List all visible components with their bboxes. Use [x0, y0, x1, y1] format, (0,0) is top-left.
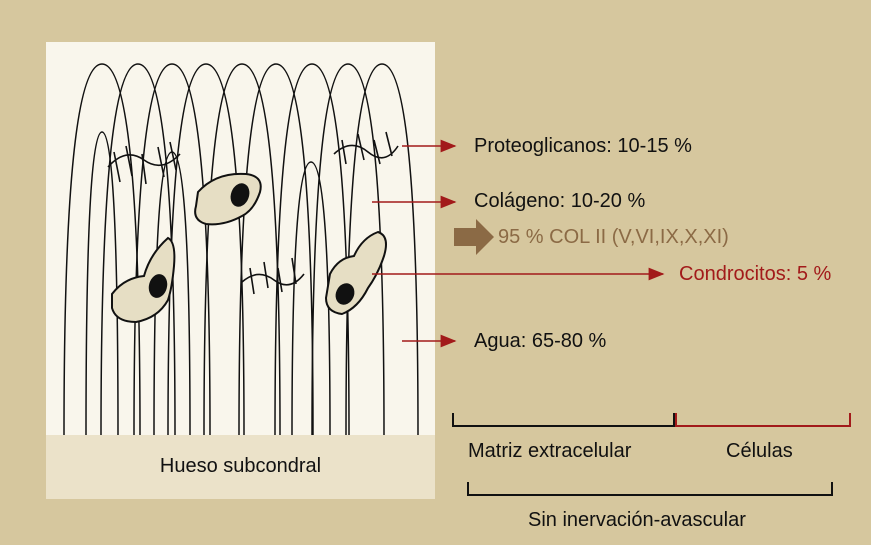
chondrocyte-2 [111, 236, 176, 324]
subchondral-bone-band: Hueso subcondral [46, 435, 435, 499]
proteoglicanos-label: Proteoglicanos: 10-15 % [474, 135, 692, 157]
bracket-sin-inervacion [467, 482, 833, 496]
chondrocyte-3 [324, 230, 387, 316]
col-ii-label: 95 % COL II (V,VI,IX,X,XI) [498, 226, 729, 248]
matriz-extracelular-label: Matriz extracelular [468, 440, 632, 462]
bracket-celulas [675, 413, 851, 427]
condrocitos-label: Condrocitos: 5 % [679, 263, 832, 285]
agua-label: Agua: 65-80 % [474, 330, 607, 352]
colageno-label: Colágeno: 10-20 % [474, 190, 646, 212]
bracket-matriz [452, 413, 675, 427]
chondrocyte-1 [194, 172, 262, 226]
cartilage-panel [46, 42, 435, 435]
celulas-label: Células [726, 440, 793, 462]
col-ii-arrow [454, 219, 494, 255]
sin-inervacion-label: Sin inervación-avascular [528, 509, 746, 531]
collagen-fibers [63, 63, 419, 435]
hueso-subcondral-label: Hueso subcondral [159, 455, 322, 477]
